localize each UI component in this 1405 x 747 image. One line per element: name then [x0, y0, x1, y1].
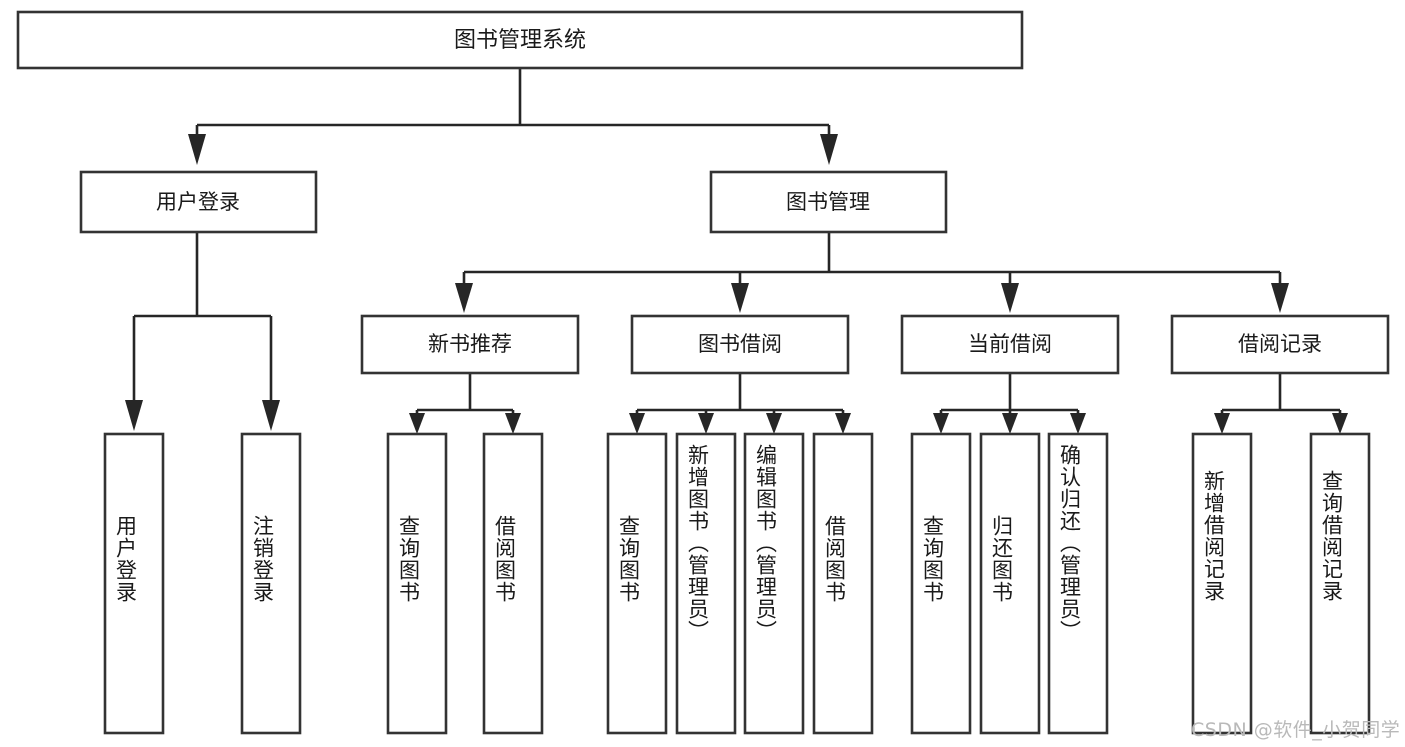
node-new-book-recommend-box[interactable] [360, 314, 580, 375]
leaf-box-query-book-2[interactable] [606, 432, 668, 735]
node-root-label: 图书管理系统 [454, 28, 586, 53]
edge-group-current-borrow-to-leaves [933, 373, 1086, 434]
node-user-login[interactable]: 用户登录 [79, 170, 318, 234]
node-book-borrow-label: 图书借阅 [698, 332, 782, 356]
node-user-login-box[interactable] [79, 170, 318, 234]
csdn-watermark: CSDN @软件_小贺同学 [1191, 719, 1401, 741]
arrow-leaf-query-book-3 [933, 413, 949, 434]
edge-group-book-manage-to-level3 [455, 232, 1289, 313]
arrow-leaf-borrow-book-1 [505, 413, 521, 434]
node-current-borrow[interactable]: 当前借阅 [900, 314, 1120, 375]
arrow-leaf-query-book-1 [409, 413, 425, 434]
node-current-borrow-label: 当前借阅 [968, 332, 1052, 356]
leaf-box-logout-login[interactable] [240, 432, 302, 735]
node-book-borrow[interactable]: 图书借阅 [630, 314, 850, 375]
arrow-leaf-query-record [1332, 413, 1348, 434]
edge-group-user-login-to-leaves [125, 232, 280, 431]
node-current-borrow-box[interactable] [900, 314, 1120, 375]
arrow-leaf-add-book [698, 413, 714, 434]
leaf-box-confirm-return[interactable] [1047, 432, 1109, 735]
arrow-leaf-return-book [1002, 413, 1018, 434]
node-new-book-recommend-label: 新书推荐 [428, 332, 512, 356]
leaf-box-return-book[interactable] [979, 432, 1041, 735]
arrow-to-book-borrow [731, 283, 749, 313]
arrow-leaf-add-record [1214, 413, 1230, 434]
leaf-box-query-book-3[interactable] [910, 432, 972, 735]
leaf-box-query-record[interactable] [1309, 432, 1371, 735]
arrow-to-current-borrow [1001, 283, 1019, 313]
node-book-manage-box[interactable] [709, 170, 948, 234]
arrow-to-new-book-recommend [455, 283, 473, 313]
arrow-leaf-logout-login [262, 400, 280, 431]
node-root-box[interactable] [16, 10, 1024, 70]
node-book-borrow-box[interactable] [630, 314, 850, 375]
arrow-leaf-user-login [125, 400, 143, 431]
arrow-to-borrow-record [1271, 283, 1289, 313]
edge-group-root-to-level2 [188, 68, 838, 165]
arrow-leaf-confirm-return [1070, 413, 1086, 434]
leaf-box-group [103, 432, 1371, 735]
node-borrow-record-box[interactable] [1170, 314, 1390, 375]
node-borrow-record-label: 借阅记录 [1238, 332, 1322, 356]
arrow-to-user-login [188, 134, 206, 165]
node-new-book-recommend[interactable]: 新书推荐 [360, 314, 580, 375]
leaf-box-borrow-book-2[interactable] [812, 432, 874, 735]
arrow-to-book-manage [820, 134, 838, 165]
arrow-leaf-edit-book [766, 413, 782, 434]
leaf-box-add-record[interactable] [1191, 432, 1253, 735]
arrow-leaf-query-book-2 [629, 413, 645, 434]
node-user-login-label: 用户登录 [156, 190, 240, 214]
node-root[interactable]: 图书管理系统 [16, 10, 1024, 70]
node-book-manage-label: 图书管理 [786, 190, 870, 214]
node-book-manage[interactable]: 图书管理 [709, 170, 948, 234]
arrow-leaf-borrow-book-2 [835, 413, 851, 434]
leaf-box-borrow-book-1[interactable] [482, 432, 544, 735]
edge-group-borrow-record-to-leaves [1214, 373, 1348, 434]
node-borrow-record[interactable]: 借阅记录 [1170, 314, 1390, 375]
edge-group-book-borrow-to-leaves [629, 373, 851, 434]
leaf-box-edit-book[interactable] [743, 432, 805, 735]
leaf-box-add-book[interactable] [675, 432, 737, 735]
leaf-box-query-book-1[interactable] [386, 432, 448, 735]
leaf-box-user-login[interactable] [103, 432, 165, 735]
edge-group-new-book-recommend-to-leaves [409, 373, 521, 434]
